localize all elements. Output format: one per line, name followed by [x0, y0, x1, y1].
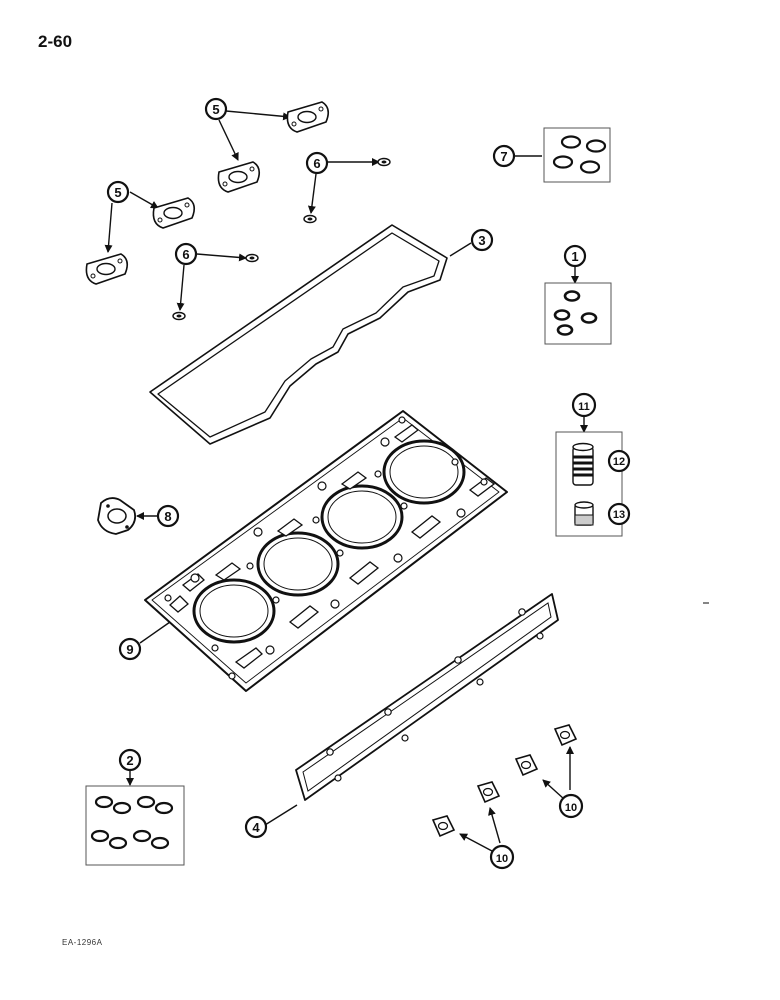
manifold-gasket-4 [295, 593, 559, 801]
leader-10b-1 [459, 833, 493, 852]
callout-13: 13 [607, 502, 631, 526]
svg-text:6: 6 [182, 247, 189, 262]
svg-text:12: 12 [613, 456, 625, 468]
svg-text:4: 4 [252, 820, 260, 835]
leader-9 [139, 621, 171, 644]
leader-5b-2 [104, 202, 113, 253]
cylinder-head-gasket-9 [144, 410, 508, 692]
flange-gasket-5a-mid [217, 161, 261, 193]
seal-kit-1 [544, 282, 612, 345]
svg-text:6: 6 [313, 156, 320, 171]
flange-gasket-5a-top [286, 101, 330, 133]
svg-text:10: 10 [496, 853, 508, 865]
square-gasket-10-4 [553, 724, 578, 747]
leader-6a-2 [307, 173, 317, 214]
cap-13 [574, 501, 594, 526]
svg-text:11: 11 [578, 401, 590, 413]
callout-8: 8 [156, 504, 180, 528]
svg-text:7: 7 [500, 149, 507, 164]
leader-5a-2 [218, 119, 239, 161]
callout-4: 4 [244, 815, 268, 839]
leader-6b-2 [176, 264, 185, 311]
seal-kit-7 [543, 127, 611, 183]
leader-4 [264, 804, 298, 826]
callout-11: 11 [571, 392, 597, 418]
svg-text:1: 1 [571, 249, 578, 264]
svg-text:8: 8 [164, 509, 171, 524]
svg-text:3: 3 [478, 233, 485, 248]
leader-3 [449, 242, 472, 257]
svg-text:5: 5 [114, 185, 121, 200]
washer-6b-2 [172, 311, 186, 321]
callout-12: 12 [607, 449, 631, 473]
leader-6b-1 [196, 253, 247, 262]
callout-7: 7 [492, 144, 516, 168]
leader-10b-2 [488, 807, 501, 844]
svg-text:9: 9 [126, 642, 133, 657]
square-gasket-10-3 [514, 754, 539, 777]
square-gasket-10-1 [431, 815, 456, 838]
svg-text:2: 2 [126, 753, 133, 768]
page-number: 2-60 [38, 32, 73, 51]
leader-5b-1 [129, 191, 159, 209]
leader-10a-1 [542, 779, 565, 800]
seal-kit-2 [85, 785, 185, 866]
callout-9: 9 [118, 637, 142, 661]
gasket-8 [97, 497, 137, 535]
callout-6a: 6 [305, 151, 329, 175]
callout-1: 1 [563, 244, 587, 268]
stem-seal-12 [572, 442, 594, 486]
callout-10a: 10 [558, 793, 584, 819]
flange-gasket-5b-low [85, 253, 129, 285]
washer-6a-1 [377, 157, 391, 167]
callout-2: 2 [118, 748, 142, 772]
washer-6b-1 [245, 253, 259, 263]
callout-5a: 5 [204, 97, 228, 121]
svg-text:13: 13 [613, 509, 625, 521]
svg-text:5: 5 [212, 102, 219, 117]
callout-3: 3 [470, 228, 494, 252]
callout-5b: 5 [106, 180, 130, 204]
flange-gasket-5b-top [152, 197, 196, 229]
washer-6a-2 [303, 214, 317, 224]
svg-text:10: 10 [565, 802, 577, 814]
figure-code: EA-1296A [62, 938, 103, 947]
callout-6b: 6 [174, 242, 198, 266]
leader-5a-1 [225, 110, 291, 121]
rocker-cover-gasket-3 [149, 224, 448, 445]
callout-10b: 10 [489, 844, 515, 870]
square-gasket-10-2 [476, 781, 501, 804]
